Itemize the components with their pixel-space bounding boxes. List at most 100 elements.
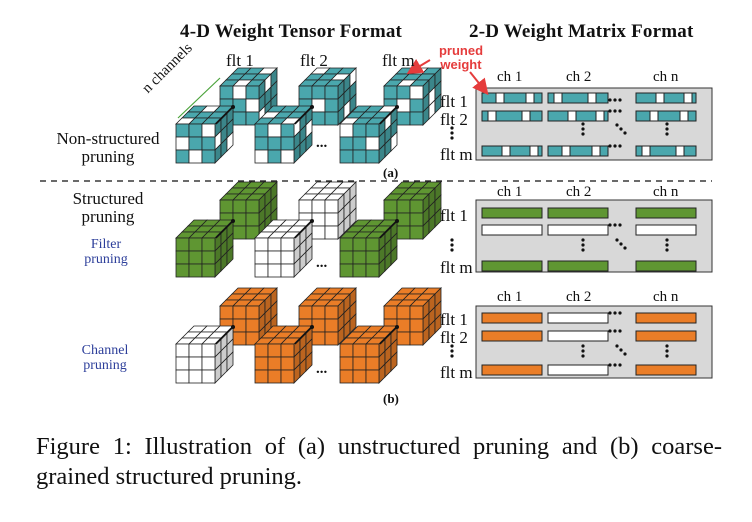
ellipsis-b2: ... [316,361,328,377]
dot [581,238,585,242]
tensor-b1-flt1-link-dot [231,219,235,223]
tensor-b1-flt1-back-cube [219,181,278,240]
tensor-b2-fltm-back-cube [383,287,442,346]
matrix-b2-flt1: flt 1 [440,310,468,329]
dot [450,344,454,348]
tensor-flt1-label: flt 1 [226,51,254,70]
tensor-b1-flt2-front-cube [254,219,313,278]
ellipsis-b1: ... [316,255,328,271]
cube-side-cell [349,313,357,334]
cube-front-cell [298,199,313,214]
pruned-cell [587,92,597,104]
dot [581,354,585,358]
dot [450,354,454,358]
matrix-a-r2-c3 [635,110,697,122]
dot [608,98,612,102]
filter-pruning-label: Filter pruning [84,237,128,267]
cube-front-cell [175,343,190,358]
cube-front-cell [267,263,282,278]
cube-side-cell [434,313,442,334]
matrix-b1-hdots [608,223,622,227]
cube-front-cell [365,237,380,252]
matrix-b1-vdots-c2 [581,238,585,252]
dot [613,144,617,148]
cube-front-cell [311,85,326,100]
pruned-cell [553,92,563,104]
cube-front-cell [188,237,203,252]
cube-front-cell [311,225,326,240]
pruned-weight-label: pruned weight [438,43,484,72]
cube-front-cell [339,263,354,278]
dot [618,223,622,227]
cube-front-cell [232,331,247,346]
matrix-b1-chn: ch n [653,184,679,200]
cube-front-cell [352,263,367,278]
matrix-b2-vdots-c2 [581,344,585,358]
dot [613,98,617,102]
matrix-b1-r1-c2 [547,207,609,219]
tensor-b2-fltm-link [379,327,397,345]
channel-pruning-label: Channel pruning [81,343,129,373]
cube-side-cell [305,351,313,372]
cube-front-cell [280,250,295,265]
cube-front-cell [245,85,260,100]
cube-front-cell [339,149,354,164]
matrix-b1-row-vdots [450,238,454,252]
pruned-cell [495,92,505,104]
dot [581,344,585,348]
cube-front-cell [409,85,424,100]
matrix-b2-diag [615,344,627,356]
cube-front-cell [396,331,411,346]
cube-front-cell [254,237,269,252]
matrix-b1-rm-c3 [635,260,697,272]
cube-front-cell [396,225,411,240]
pruned-cell [529,145,539,157]
matrix-a-vdots-c2 [581,122,585,136]
matrix-b2-flt2: flt 2 [440,328,468,347]
cube-front-cell [245,212,260,227]
cube-front-cell [324,331,339,346]
cube-front-cell [409,305,424,320]
matrix-b2-vdots-cn [665,344,669,358]
cube-front-cell [254,149,269,164]
cube-front-cell [352,250,367,265]
cube-front-cell [352,136,367,151]
cube-front-cell [201,369,216,384]
dot [581,127,585,131]
dot [615,238,619,242]
tensor-a-fltm-link-dot [395,105,399,109]
tensor-format-header: 4-D Weight Tensor Format [180,21,403,42]
pruned-cell [591,145,601,157]
cube-front-cell [396,318,411,333]
matrix-b2-r2-c2 [547,330,609,342]
matrix-a-r1-c3 [635,92,697,104]
tensor-a-flt2-link [294,107,312,125]
matrix-b1-rm-c1 [481,260,543,272]
pruned-cell [501,145,511,157]
subfigure-a-label: (a) [383,165,399,180]
matrix-b2-chn: ch n [653,289,679,305]
cube-front-cell [311,199,326,214]
dot [665,122,669,126]
dot [608,311,612,315]
tensor-a-flt2-link-dot [310,105,314,109]
tensor-a-flt1-back-cube [219,67,278,126]
cube-front-cell [232,199,247,214]
cube-front-cell [201,123,216,138]
cube-front-cell [324,199,339,214]
cube-front-cell [175,136,190,151]
dot [665,238,669,242]
cube-front-cell [245,225,260,240]
cube-front-cell [232,111,247,126]
dot [581,248,585,252]
cube-front-cell [280,356,295,371]
cube-front-cell [324,305,339,320]
dot [450,136,454,140]
tensor-b1-fltm-link [379,221,397,239]
cube-front-cell [352,123,367,138]
cube-front-cell [232,212,247,227]
matrix-a-rm-c1 [481,145,543,157]
cube-front-cell [175,263,190,278]
matrix-a-r2-c2 [547,110,609,122]
pruned-weight-arrow-right [469,71,489,96]
